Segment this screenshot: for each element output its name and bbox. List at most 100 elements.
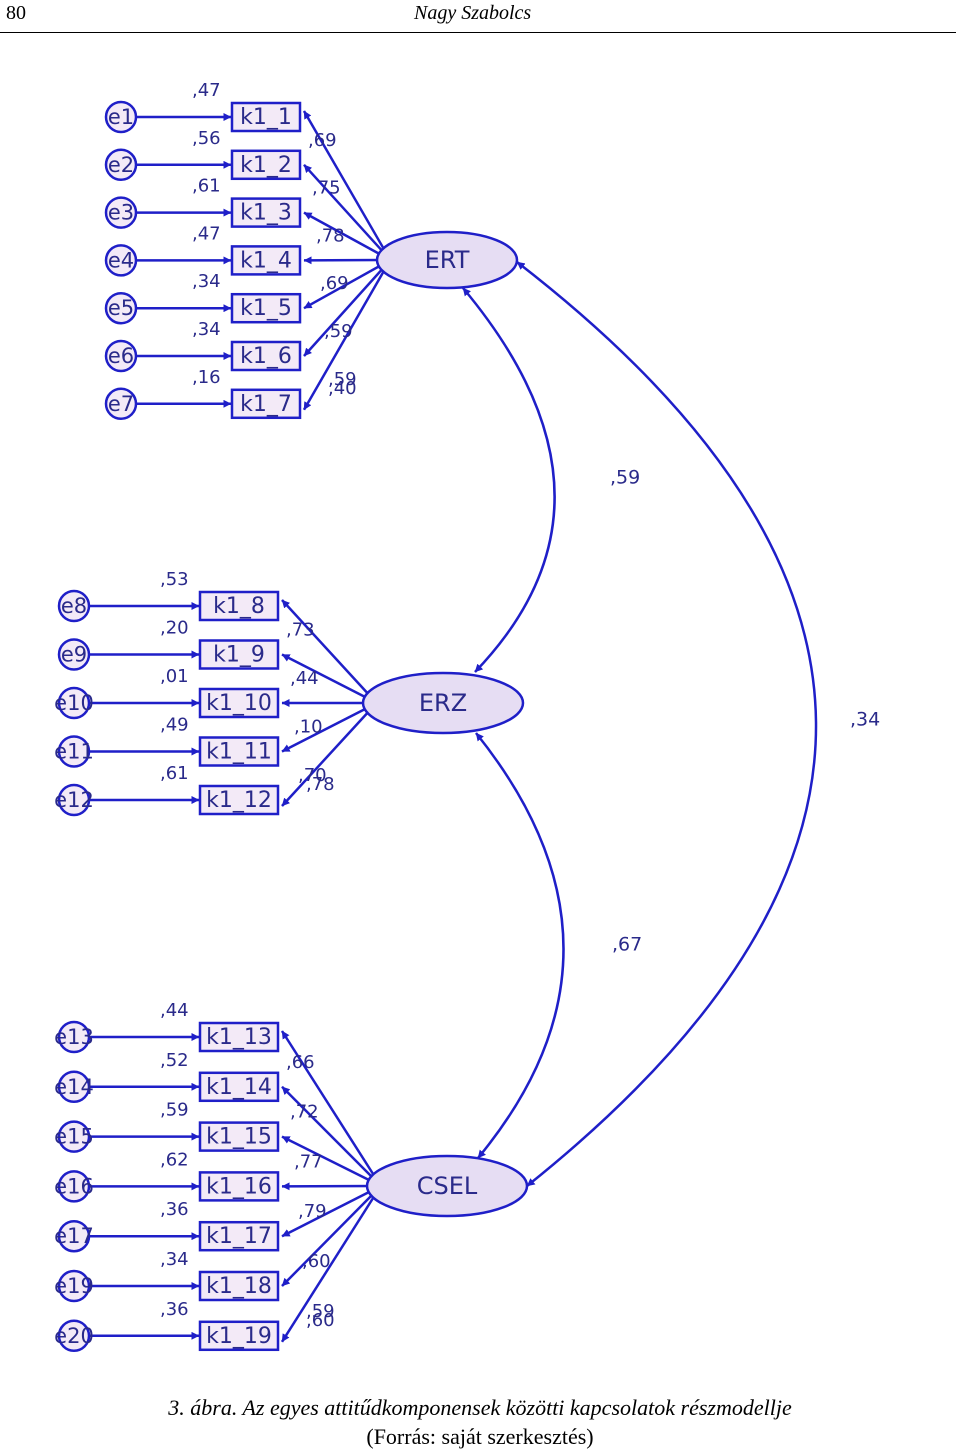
error-term-label: e4 xyxy=(108,248,134,272)
error-term-label: e17 xyxy=(54,1224,94,1248)
loading-path-arrow xyxy=(281,704,372,753)
running-head: Nagy Szabolcs xyxy=(414,2,532,24)
loading-path-arrow xyxy=(281,1187,376,1238)
indicator-box xyxy=(230,101,302,133)
indicator-box xyxy=(230,292,302,324)
r-squared-label: ,16 xyxy=(192,367,221,388)
indicator-box xyxy=(230,149,302,181)
r-squared-label: ,36 xyxy=(160,1299,189,1320)
indicator-box xyxy=(198,639,280,670)
latent-factor-label: CSEL xyxy=(417,1172,478,1200)
error-term-label: e15 xyxy=(54,1125,94,1149)
indicator-label: k1_7 xyxy=(240,392,292,417)
error-term-circle xyxy=(57,1020,91,1054)
error-term-label: e1 xyxy=(108,105,134,129)
correlation-curve xyxy=(516,261,818,1187)
r-squared-label: ,34 xyxy=(160,1249,189,1270)
loading-label: ,72 xyxy=(290,1102,319,1123)
r-squared-label: ,34 xyxy=(192,271,221,292)
loading-path-arrow xyxy=(303,261,386,310)
error-term-circle xyxy=(57,686,91,720)
error-term-circle xyxy=(104,196,138,229)
error-term-circle xyxy=(57,1170,91,1203)
loading-path-arrow xyxy=(303,211,386,259)
page-number: 80 xyxy=(6,2,26,24)
r-squared-label: ,34 xyxy=(192,319,221,340)
indicator-box xyxy=(230,340,302,372)
r-squared-label: ,53 xyxy=(160,569,189,590)
indicator-label: k1_4 xyxy=(240,248,292,273)
loading-label: ,73 xyxy=(286,620,315,641)
figure-caption: 3. ábra. Az egyes attitűdkomponensek köz… xyxy=(168,1395,792,1420)
loading-path-arrow xyxy=(280,1194,377,1343)
loading-label: ,75 xyxy=(312,178,341,199)
error-term-label: e16 xyxy=(54,1174,94,1198)
error-term-circle xyxy=(57,1070,91,1104)
latent-factor-ellipse xyxy=(375,230,519,290)
indicator-box xyxy=(198,687,280,719)
indicator-box xyxy=(230,388,302,420)
indicator-label: k1_18 xyxy=(206,1274,272,1299)
loading-label: ,59 xyxy=(306,1301,335,1322)
loading-label: ,60 xyxy=(306,1310,335,1331)
loading-path-arrow xyxy=(281,599,372,698)
loading-label: ,78 xyxy=(316,225,345,246)
indicator-label: k1_11 xyxy=(206,740,272,765)
error-term-circle xyxy=(57,1219,91,1253)
indicator-label: k1_10 xyxy=(206,691,272,716)
error-term-circle xyxy=(104,291,138,325)
loading-path-arrow xyxy=(280,1030,377,1178)
loading-label: ,40 xyxy=(328,378,357,399)
error-term-circle xyxy=(57,589,91,623)
error-term-label: e3 xyxy=(108,201,134,225)
loading-path-arrow xyxy=(303,163,386,255)
r-squared-label: ,01 xyxy=(160,666,189,687)
indicator-label: k1_19 xyxy=(206,1324,272,1349)
indicator-label: k1_8 xyxy=(213,594,265,619)
indicator-label: k1_1 xyxy=(240,105,292,130)
loading-label: ,59 xyxy=(328,369,357,390)
loading-path-arrow xyxy=(281,1135,376,1185)
loading-path-arrow xyxy=(302,110,387,252)
error-term-label: e7 xyxy=(108,392,134,416)
r-squared-label: ,44 xyxy=(160,1000,189,1021)
error-term-label: e13 xyxy=(54,1025,94,1049)
error-term-circle xyxy=(104,339,138,373)
error-term-circle xyxy=(57,783,91,817)
loading-path-arrow xyxy=(281,708,372,807)
indicator-box xyxy=(198,1121,280,1152)
error-term-circle xyxy=(57,1269,91,1303)
error-term-circle xyxy=(104,100,138,134)
indicator-box xyxy=(230,197,302,228)
r-squared-label: ,47 xyxy=(192,80,221,101)
figure-source: (Forrás: saját szerkesztés) xyxy=(366,1424,594,1449)
error-term-label: e9 xyxy=(61,643,87,667)
r-squared-label: ,49 xyxy=(160,715,189,736)
r-squared-label: ,47 xyxy=(192,223,221,244)
loading-label: ,78 xyxy=(306,774,335,795)
loading-label: ,70 xyxy=(298,765,327,786)
indicator-label: k1_12 xyxy=(206,788,272,813)
indicator-label: k1_9 xyxy=(213,643,265,668)
indicator-label: k1_13 xyxy=(206,1025,272,1050)
indicator-box xyxy=(198,1320,280,1352)
indicator-label: k1_17 xyxy=(206,1224,272,1249)
correlation-label: ,67 xyxy=(612,934,642,956)
loading-path-arrow xyxy=(281,1085,376,1181)
error-term-label: e10 xyxy=(54,691,94,715)
latent-factor-label: ERZ xyxy=(419,689,467,717)
error-term-circle xyxy=(57,1120,91,1153)
error-term-label: e6 xyxy=(108,344,134,368)
indicator-label: k1_14 xyxy=(206,1075,272,1100)
indicator-box xyxy=(198,1071,280,1103)
indicator-box xyxy=(198,736,280,767)
correlation-curve xyxy=(462,287,556,673)
r-squared-label: ,52 xyxy=(160,1050,189,1071)
loading-path-arrow xyxy=(302,268,387,411)
indicator-box xyxy=(230,245,302,276)
loading-label: ,44 xyxy=(290,668,319,689)
indicator-box xyxy=(198,1021,280,1053)
loading-label: ,66 xyxy=(286,1052,315,1073)
indicator-box xyxy=(198,1171,280,1202)
